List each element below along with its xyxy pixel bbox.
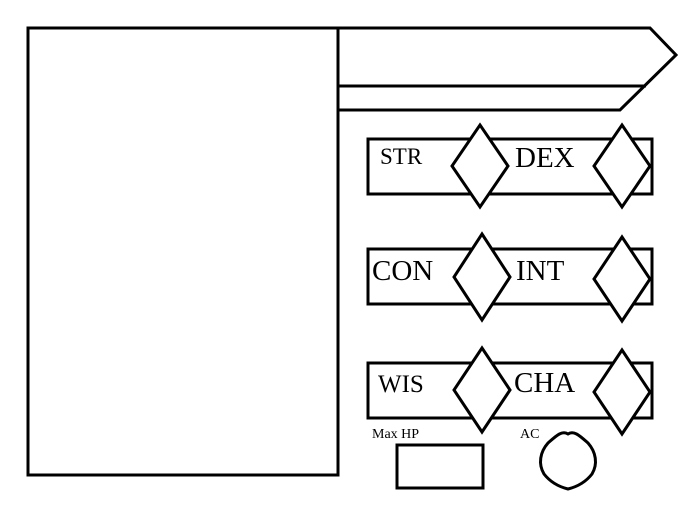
dex-score-diamond[interactable]: [592, 122, 652, 210]
wis-score-diamond[interactable]: [452, 345, 512, 435]
con-score-diamond[interactable]: [452, 231, 512, 323]
max-hp-label: Max HP: [372, 427, 419, 442]
str-label: STR: [380, 144, 423, 169]
stat-row-con-int: CON INT: [366, 231, 654, 324]
stat-row-str-dex: STR DEX: [366, 122, 654, 210]
stat-box-wis-cha: [366, 361, 654, 420]
stat-box-str-dex: [366, 137, 654, 196]
armor-class-shield-icon[interactable]: [539, 431, 597, 491]
portrait-box[interactable]: [26, 26, 340, 477]
int-score-diamond[interactable]: [592, 234, 652, 324]
ac-label: AC: [520, 427, 539, 442]
cha-score-diamond[interactable]: [592, 347, 652, 437]
name-banner-outline: [338, 26, 679, 112]
name-banner[interactable]: [338, 26, 679, 112]
stat-row-wis-cha: WIS CHA: [366, 345, 654, 437]
str-score-diamond[interactable]: [450, 122, 510, 210]
con-label: CON: [372, 255, 433, 287]
stat-box-con-int: [366, 247, 654, 306]
cha-label: CHA: [514, 367, 575, 399]
max-hp-box[interactable]: [395, 443, 485, 490]
int-label: INT: [516, 255, 565, 287]
dex-label: DEX: [515, 142, 575, 174]
wis-label: WIS: [378, 371, 424, 398]
